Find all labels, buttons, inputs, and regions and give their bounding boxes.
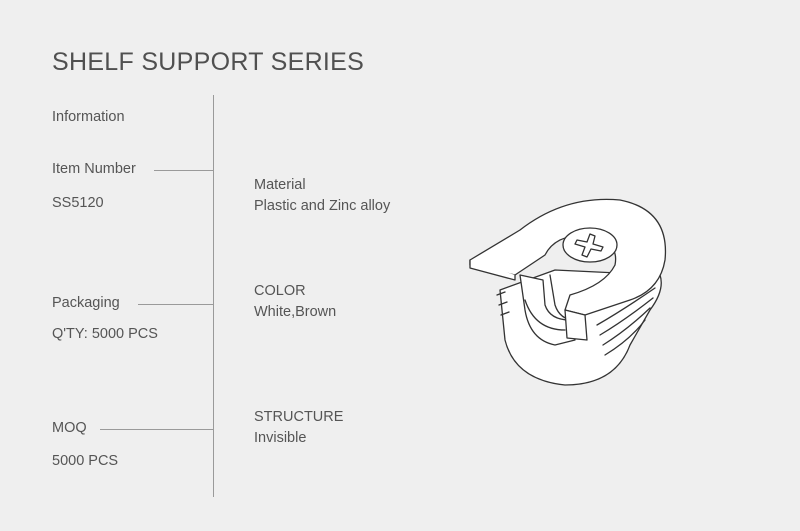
material-value: Plastic and Zinc alloy [254, 198, 391, 214]
front-step [564, 309, 588, 341]
color-label: COLOR [254, 283, 306, 299]
moq-connector [100, 429, 213, 430]
ridge-line [596, 287, 656, 326]
structure-value: Invisible [254, 430, 307, 446]
ridge-line [599, 297, 654, 336]
packaging-label: Packaging [52, 295, 120, 311]
structure-label: STRUCTURE [254, 409, 344, 425]
item-number-label: Item Number [52, 161, 136, 177]
ridge-line [604, 319, 646, 356]
shelf-support-drawing [469, 198, 667, 386]
ridge-line [602, 307, 651, 346]
packaging-value: Q'TY: 5000 PCS [52, 326, 158, 342]
vertical-divider [213, 95, 214, 497]
screw-cross [574, 233, 604, 258]
color-value: White,Brown [254, 304, 337, 320]
item-number-value: SS5120 [52, 195, 104, 211]
moq-label: MOQ [52, 420, 87, 436]
ridge-line [496, 291, 510, 316]
tab-edge [469, 259, 516, 281]
item-number-connector [154, 170, 213, 171]
channel-curve [524, 299, 566, 331]
page-title: SHELF SUPPORT SERIES [52, 48, 365, 76]
material-label: Material [254, 177, 306, 193]
moq-value: 5000 PCS [52, 453, 119, 469]
information-heading: Information [52, 109, 125, 125]
packaging-connector [138, 304, 213, 305]
